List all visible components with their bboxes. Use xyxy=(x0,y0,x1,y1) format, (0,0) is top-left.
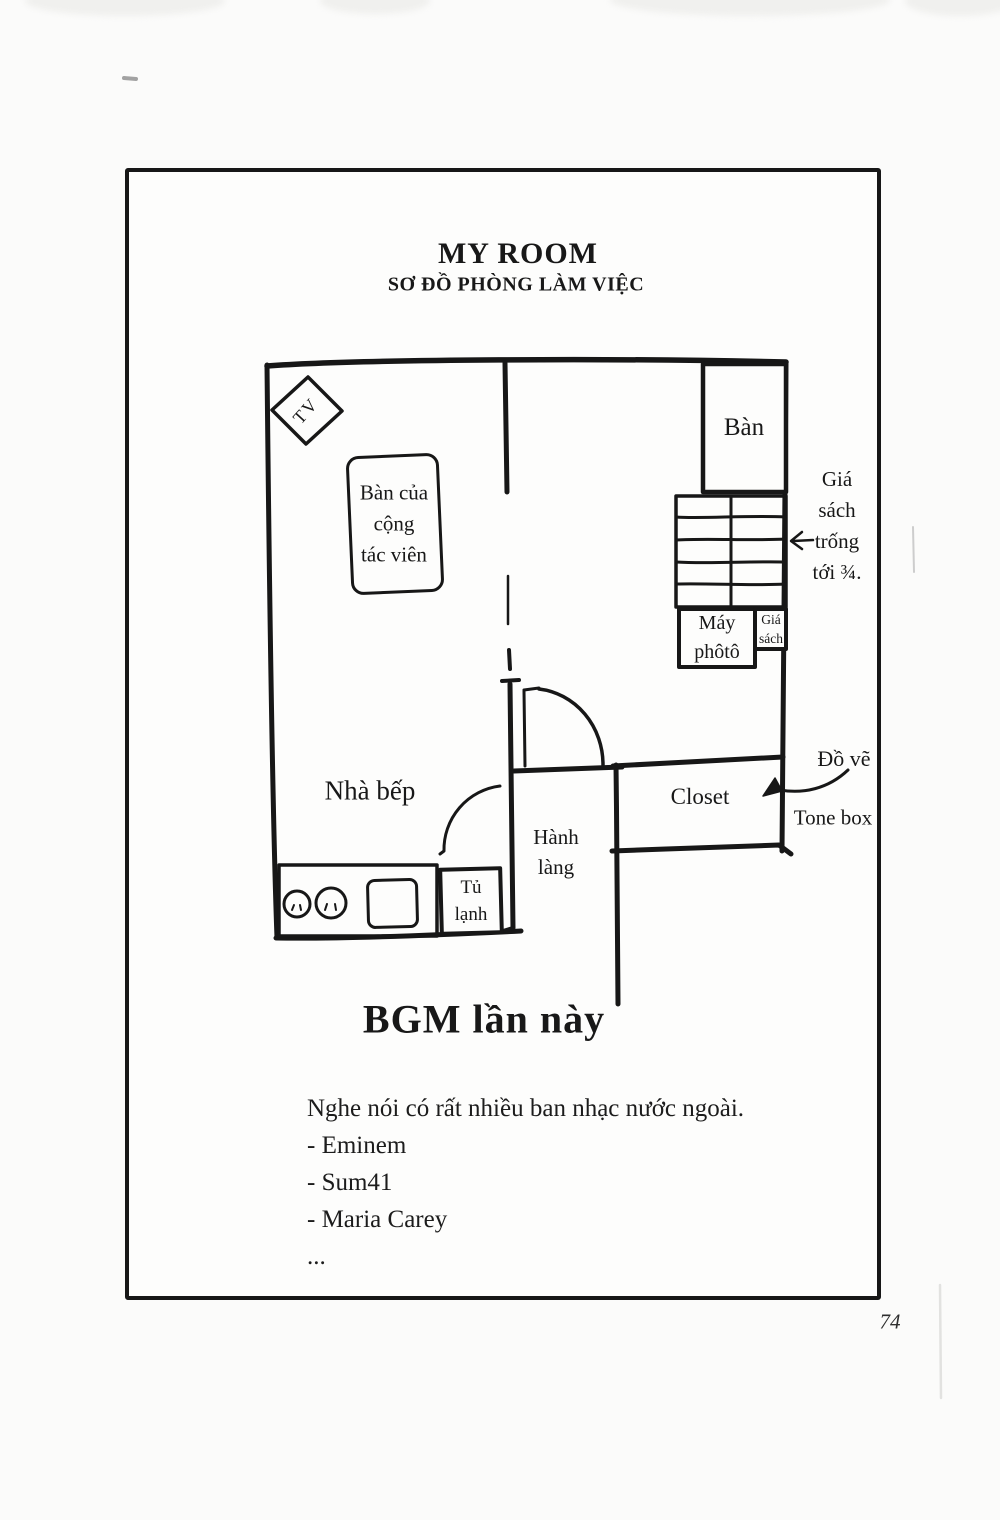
art-supplies-arrowhead xyxy=(762,777,783,797)
tv-marker xyxy=(270,375,344,446)
hallway-label: Hành làng xyxy=(533,822,579,882)
kitchen-door-arc xyxy=(438,784,502,856)
shelf-note-line: sách xyxy=(818,498,856,522)
wall-hallway-right xyxy=(613,762,621,1007)
bgm-item: - Sum41 xyxy=(307,1169,393,1196)
bgm-item: - Eminem xyxy=(307,1132,407,1159)
wall-center-segment xyxy=(507,648,512,671)
photocopier-line: phôtô xyxy=(694,641,740,663)
sink-box xyxy=(366,878,419,929)
closet-label: Closet xyxy=(670,784,730,809)
shelf-note-arrow xyxy=(789,530,815,551)
panel-frame xyxy=(125,168,881,1300)
desk-box xyxy=(700,361,789,495)
tone-box-label: Tone box xyxy=(793,805,873,830)
photocopier-line: Máy xyxy=(698,612,736,634)
bgm-item: ... xyxy=(307,1243,326,1270)
wall-center-foot xyxy=(501,926,515,933)
stove-burner xyxy=(314,886,348,920)
collab-desk-line: Bàn của xyxy=(359,480,429,505)
scan-artifact-line xyxy=(938,1283,943,1400)
small-shelf-line: Giá xyxy=(761,612,781,627)
fridge-line: lạnh xyxy=(454,904,488,925)
wall-top xyxy=(264,356,789,369)
small-shelf-line: sách xyxy=(759,631,783,646)
wall-hallway-top xyxy=(511,764,625,774)
wall-center-lower xyxy=(507,681,516,931)
page-title: MY ROOM xyxy=(437,237,599,270)
fridge-label: Tủ lạnh xyxy=(455,874,488,928)
page-number: 74 xyxy=(879,1309,901,1334)
photocopier-box xyxy=(677,607,757,669)
small-shelf-label: Giá sách xyxy=(759,610,783,648)
hallway-line: Hành xyxy=(533,825,579,849)
bgm-body: Nghe nói có rất nhiều ban nhạc nước ngoà… xyxy=(307,1090,877,1275)
wall-left xyxy=(264,362,280,941)
scan-noise xyxy=(320,0,430,14)
page-subtitle: SƠ ĐỒ PHÒNG LÀM VIỆC xyxy=(387,273,645,296)
scan-artifact-dash xyxy=(122,76,138,81)
bgm-intro: Nghe nói có rất nhiều ban nhạc nước ngoà… xyxy=(307,1095,745,1122)
collab-desk-line: cộng xyxy=(373,511,415,536)
door-leaf-hook xyxy=(522,686,541,692)
photocopier-label: Máy phôtô xyxy=(694,609,740,667)
wall-center-segment xyxy=(502,360,510,495)
wall-center-cap xyxy=(500,678,521,683)
bgm-heading: BGM lần này xyxy=(362,996,606,1042)
bookshelf-shelf-line xyxy=(674,514,788,520)
kitchen-counter xyxy=(277,863,439,938)
shelf-note-line: Giá xyxy=(821,467,853,491)
collab-desk-box xyxy=(346,453,444,595)
shelf-note-line: tới ¾. xyxy=(812,560,862,584)
wall-closet-bottom xyxy=(609,842,794,857)
fridge-box xyxy=(438,866,504,936)
art-supplies-arrow xyxy=(778,768,850,793)
kitchen-label: Nhà bếp xyxy=(324,775,416,806)
hallway-line: làng xyxy=(537,855,575,879)
shelf-note-line: trống xyxy=(814,529,860,553)
art-supplies-label: Đồ vẽ xyxy=(817,746,871,771)
wall-closet-top xyxy=(610,754,786,769)
door-leaf xyxy=(522,689,527,768)
stove-burner-ticks xyxy=(324,903,337,911)
bgm-item: - Maria Carey xyxy=(307,1206,448,1233)
stove-burner-ticks xyxy=(291,904,302,911)
fridge-line: Tủ xyxy=(460,877,482,898)
scan-noise xyxy=(25,0,225,16)
scan-noise xyxy=(610,0,890,16)
desk-label: Bàn xyxy=(723,414,765,441)
scan-noise xyxy=(905,0,1000,16)
stove-burner xyxy=(282,889,312,919)
scan-artifact-line xyxy=(912,526,915,573)
shelf-note: Giá sách trống tới ¾. xyxy=(812,464,861,588)
collab-desk-label: Bàn của cộng tác viên xyxy=(360,478,428,571)
collab-desk-line: tác viên xyxy=(361,542,427,567)
door-swing-arc xyxy=(537,687,605,767)
small-shelf-box xyxy=(753,607,788,651)
